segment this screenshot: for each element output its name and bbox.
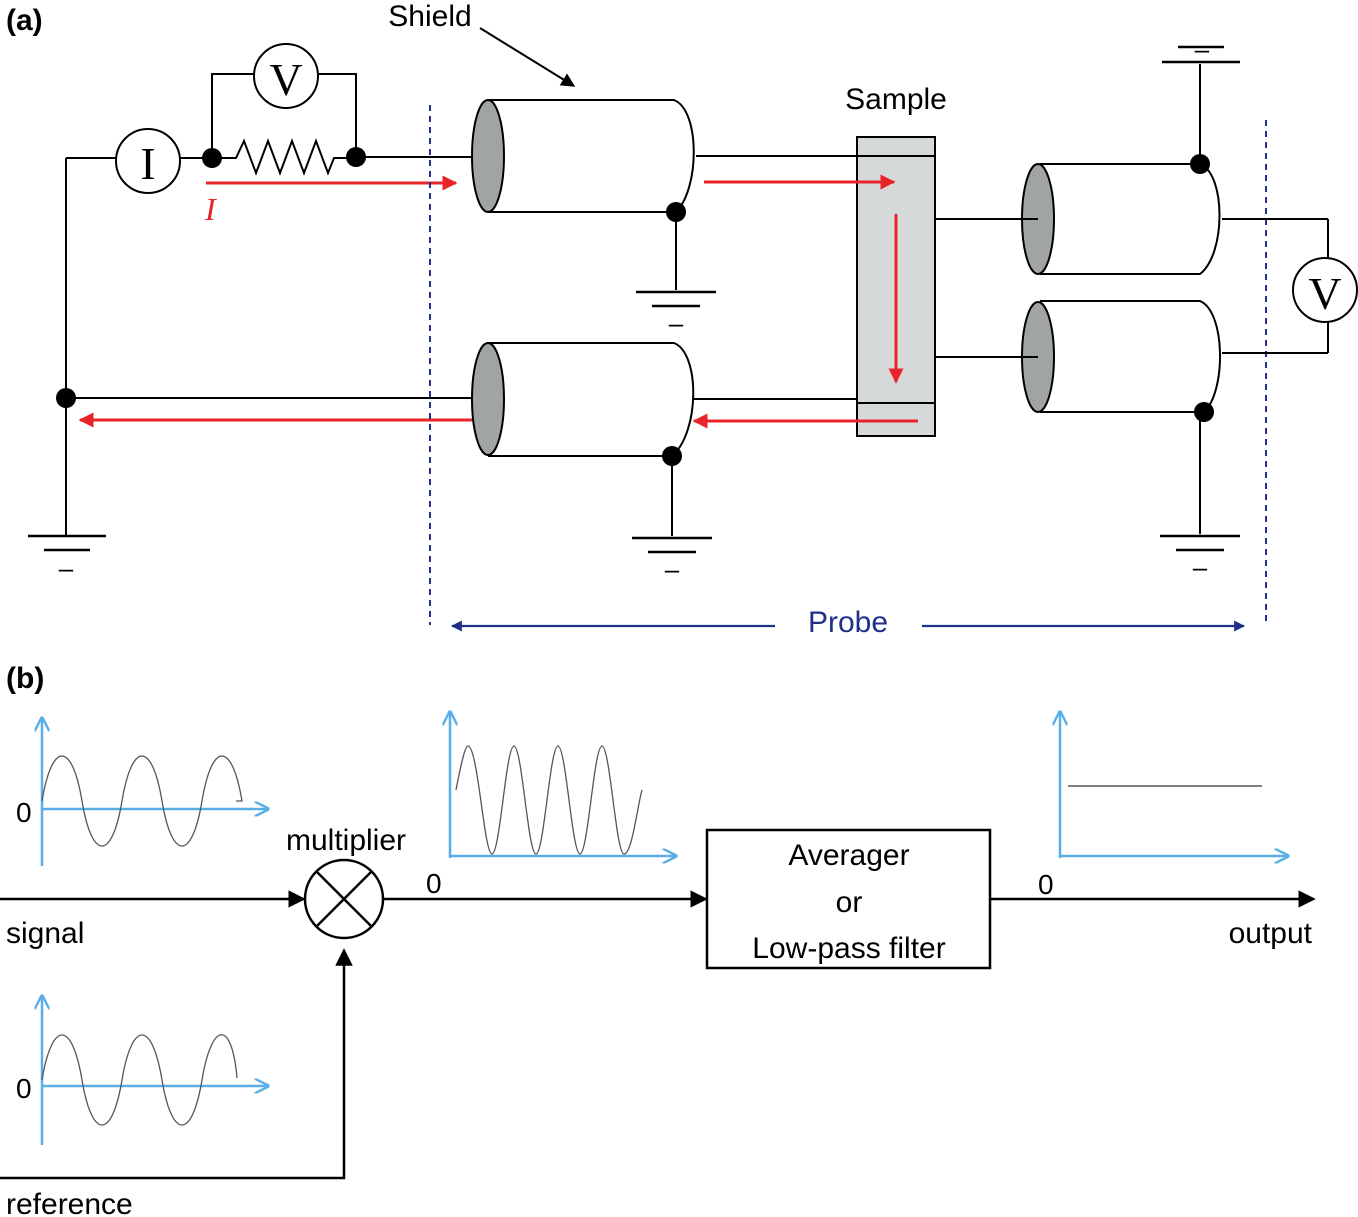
filter-line-2: or — [836, 886, 863, 919]
source-loop-wiring — [65, 156, 482, 536]
probe-label: Probe — [808, 606, 888, 639]
product-zero-label: 0 — [426, 868, 442, 899]
panel-a-label: (a) — [6, 4, 43, 37]
filter-line-3: Low-pass filter — [752, 932, 945, 965]
shield-label: Shield — [388, 0, 471, 33]
voltmeter-right-symbol: V — [1308, 268, 1341, 319]
sample-label: Sample — [845, 83, 947, 116]
voltmeter-top: V — [211, 43, 357, 158]
reference-waveform-plot — [42, 996, 268, 1145]
ground-left: – — [28, 534, 106, 583]
ground-coax2-mark: – — [665, 554, 680, 584]
output-label: output — [1229, 917, 1313, 950]
return-node-dot — [56, 388, 76, 408]
filter-line-1: Averager — [788, 839, 909, 872]
voltmeter-right: V — [1292, 219, 1358, 353]
product-waveform-plot — [450, 712, 676, 858]
output-zero-label: 0 — [1038, 869, 1054, 900]
multiplier-label: multiplier — [286, 824, 406, 857]
coax-bottom-right: – — [934, 300, 1328, 582]
signal-zero-label: 0 — [16, 797, 32, 828]
node-dot-right — [346, 147, 366, 167]
reference-input-line — [0, 948, 353, 1180]
reference-label: reference — [6, 1188, 133, 1217]
resistor — [212, 138, 356, 176]
reference-zero-label: 0 — [16, 1073, 32, 1104]
output-plot — [1060, 712, 1288, 858]
coax-bottom-left: – — [471, 342, 934, 584]
voltmeter-top-symbol: V — [269, 54, 302, 105]
signal-label: signal — [6, 917, 84, 950]
node-dot-left — [202, 148, 222, 168]
ammeter: I — [115, 128, 181, 194]
coax-top-right: – — [934, 34, 1328, 275]
ground-coax1-mark: – — [669, 308, 684, 338]
coax-top-left: – — [471, 99, 934, 338]
averager-low-pass-filter-box: Averager or Low-pass filter — [705, 828, 992, 970]
ground-top-right-mark: – — [1195, 34, 1210, 64]
ammeter-symbol: I — [140, 138, 155, 189]
ground-bottom-right-mark: – — [1193, 552, 1208, 582]
ground-left-mark: – — [59, 553, 74, 583]
panel-b-label: (b) — [6, 662, 44, 695]
signal-waveform-plot — [42, 718, 268, 866]
shield-pointer-arrow — [479, 27, 576, 87]
current-symbol: I — [204, 191, 217, 227]
multiplier-symbol — [303, 858, 385, 940]
